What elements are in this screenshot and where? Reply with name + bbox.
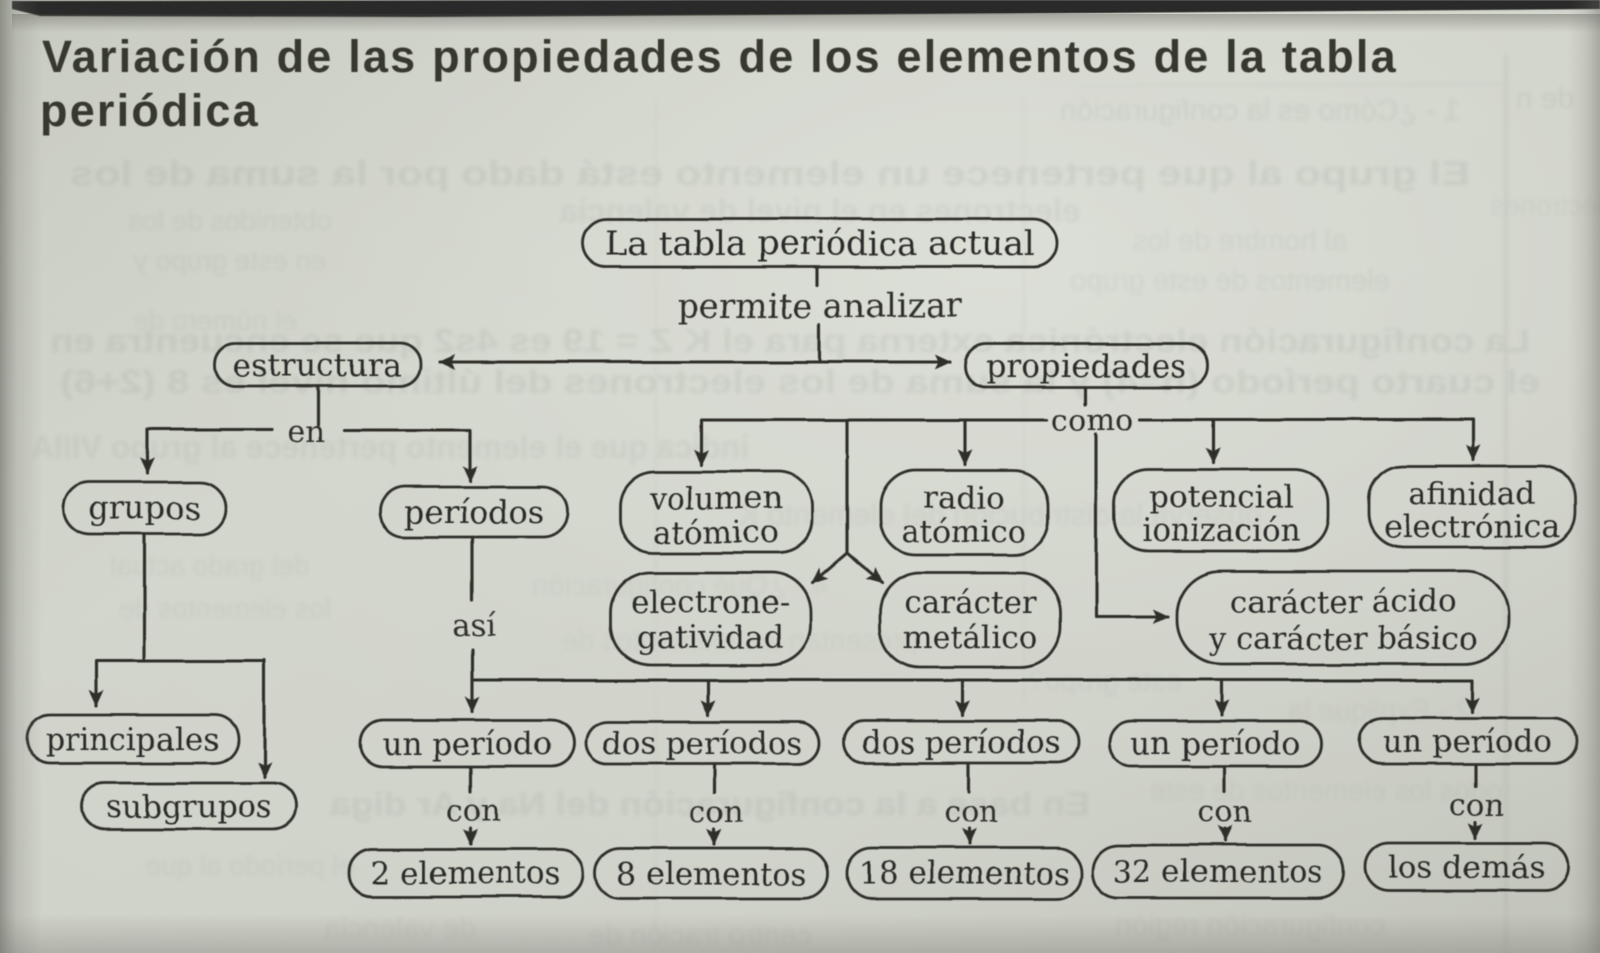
scanned-book-page: El grupo al que pertenece un elemento es… — [0, 0, 1600, 953]
paper-grain — [0, 0, 1600, 953]
